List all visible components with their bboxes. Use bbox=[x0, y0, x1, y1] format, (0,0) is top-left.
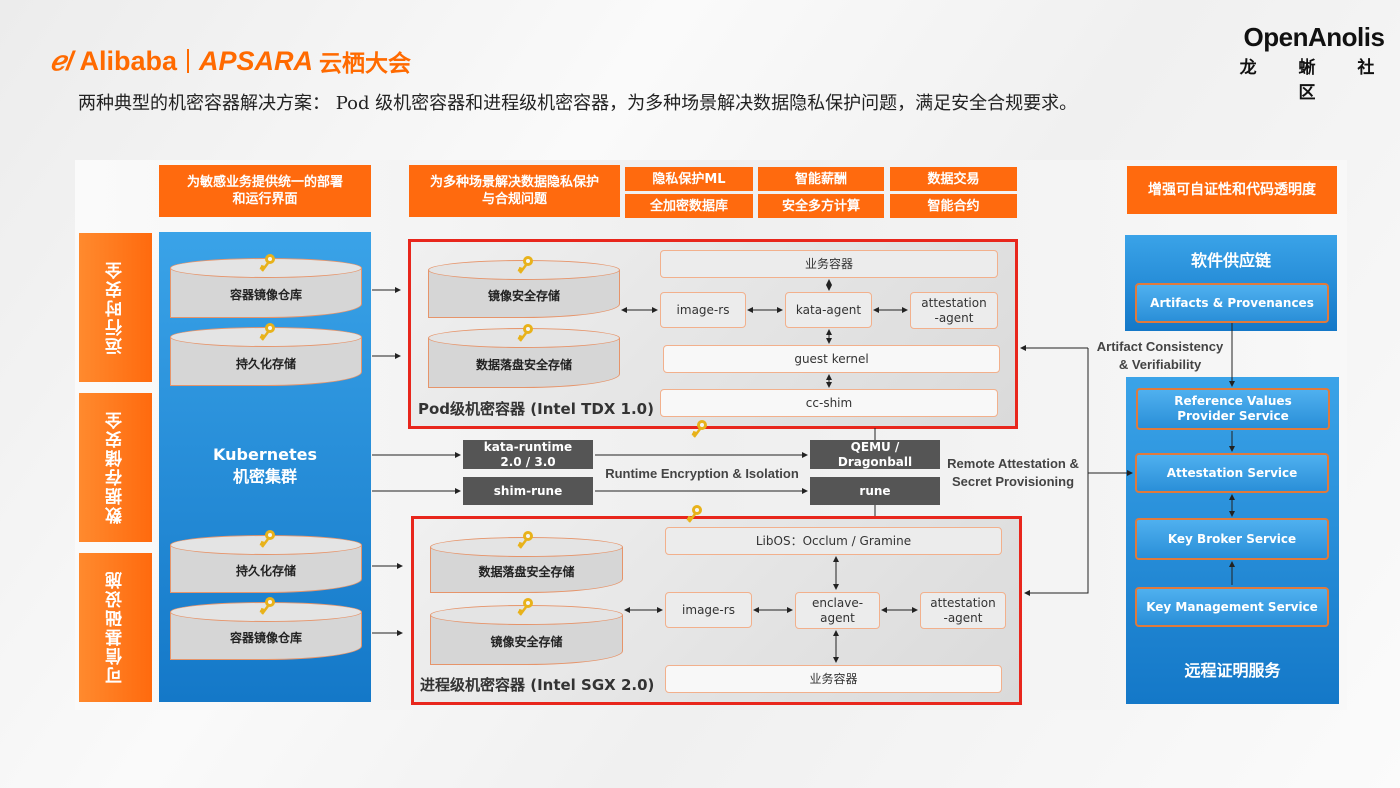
storage-persistent: 持久化存储 bbox=[170, 535, 362, 593]
storage-data-secure: 数据落盘安全存储 bbox=[430, 537, 623, 593]
sgx-enclave-agent: enclave- agent bbox=[795, 592, 880, 629]
sgx-image-rs: image-rs bbox=[665, 592, 752, 628]
pod-kata-agent: kata-agent bbox=[785, 292, 872, 328]
k8s-cluster-label: Kubernetes 机密集群 bbox=[159, 444, 371, 488]
pod-workload-container: 业务容器 bbox=[660, 250, 998, 278]
alibaba-apsara-logo: ℯ/ Alibaba APSARA 云栖大会 bbox=[50, 44, 411, 78]
alibaba-logo-mark: ℯ/ bbox=[50, 45, 74, 76]
label-storage-security: 数据存储安全 bbox=[79, 393, 152, 542]
qemu-dragonball-box: QEMU / Dragonball bbox=[810, 440, 940, 469]
openanolis-logo: OpenAnolis 龙 蜥 社 区 bbox=[1228, 22, 1400, 103]
logo-brand: Alibaba bbox=[79, 45, 178, 76]
storage-image-secure: 镜像安全存储 bbox=[428, 260, 620, 318]
pod-attestation-agent: attestation -agent bbox=[910, 292, 998, 329]
remote-attestation-title: 远程证明服务 bbox=[1184, 661, 1281, 680]
pod-image-rs: image-rs bbox=[660, 292, 746, 328]
key-broker-service: Key Broker Service bbox=[1135, 518, 1329, 560]
process-box-title: 进程级机密容器 (Intel SGX 2.0) bbox=[420, 676, 655, 694]
pod-guest-kernel: guest kernel bbox=[663, 345, 1000, 373]
banner-unified-deploy: 为敏感业务提供统一的部署和运行界面 bbox=[159, 165, 371, 217]
storage-image-secure: 镜像安全存储 bbox=[430, 605, 623, 665]
storage-persistent: 持久化存储 bbox=[170, 327, 362, 386]
logo-subtitle: 龙 蜥 社 区 bbox=[1239, 58, 1393, 103]
logo-event: 云栖大会 bbox=[319, 50, 412, 76]
sgx-libos: LibOS：Occlum / Gramine bbox=[665, 527, 1002, 555]
logo-name: OpenAnolis bbox=[1243, 22, 1385, 52]
key-management-service: Key Management Service bbox=[1135, 587, 1329, 627]
logo-divider bbox=[187, 49, 190, 73]
storage-image-registry: 容器镜像仓库 bbox=[170, 258, 362, 318]
banner-scenarios: 为多种场景解决数据隐私保护与合规问题 bbox=[409, 165, 620, 217]
artifact-consistency-label: Artifact Consistency & Verifiability bbox=[1096, 339, 1224, 372]
k8s-subtitle: 机密集群 bbox=[232, 467, 297, 486]
reference-values-provider-service: Reference Values Provider Service bbox=[1136, 388, 1330, 430]
sgx-attestation-agent: attestation -agent bbox=[920, 592, 1006, 629]
storage-data-secure: 数据落盘安全存储 bbox=[428, 328, 620, 388]
label-runtime-security: 运行时安全 bbox=[79, 233, 152, 382]
pod-cc-shim: cc-shim bbox=[660, 389, 998, 417]
remote-attestation-label: Remote Attestation & Secret Provisioning bbox=[947, 456, 1079, 489]
attestation-service: Attestation Service bbox=[1135, 453, 1329, 493]
intro-text: 两种典型的机密容器解决方案： Pod 级机密容器和进程级机密容器，为多种场景解决… bbox=[78, 93, 1078, 114]
banner-transparency: 增强可自证性和代码透明度 bbox=[1127, 166, 1337, 214]
pod-box-title: Pod级机密容器 (Intel TDX 1.0) bbox=[418, 400, 654, 418]
scenario-smart-contract: 智能合约 bbox=[890, 194, 1017, 218]
k8s-title: Kubernetes bbox=[213, 445, 317, 464]
sgx-workload-container: 业务容器 bbox=[665, 665, 1002, 693]
artifacts-provenances: Artifacts & Provenances bbox=[1135, 283, 1329, 323]
logo-product: APSARA bbox=[199, 45, 314, 76]
scenario-smart-payroll: 智能薪酬 bbox=[758, 167, 884, 191]
scenario-privacy-ml: 隐私保护ML bbox=[625, 167, 753, 191]
kata-runtime-box: kata-runtime 2.0 / 3.0 bbox=[463, 440, 593, 469]
scenario-encrypted-db: 全加密数据库 bbox=[625, 194, 753, 218]
supply-chain-title: 软件供应链 bbox=[1190, 251, 1271, 270]
scenario-mpc: 安全多方计算 bbox=[758, 194, 884, 218]
storage-image-registry: 容器镜像仓库 bbox=[170, 602, 362, 660]
rune-box: rune bbox=[810, 477, 940, 505]
label-trusted-infra: 可信基础设施 bbox=[79, 553, 152, 702]
shim-rune-box: shim-rune bbox=[463, 477, 593, 505]
scenario-data-trading: 数据交易 bbox=[890, 167, 1017, 191]
runtime-encryption-label: Runtime Encryption & Isolation bbox=[605, 466, 799, 481]
